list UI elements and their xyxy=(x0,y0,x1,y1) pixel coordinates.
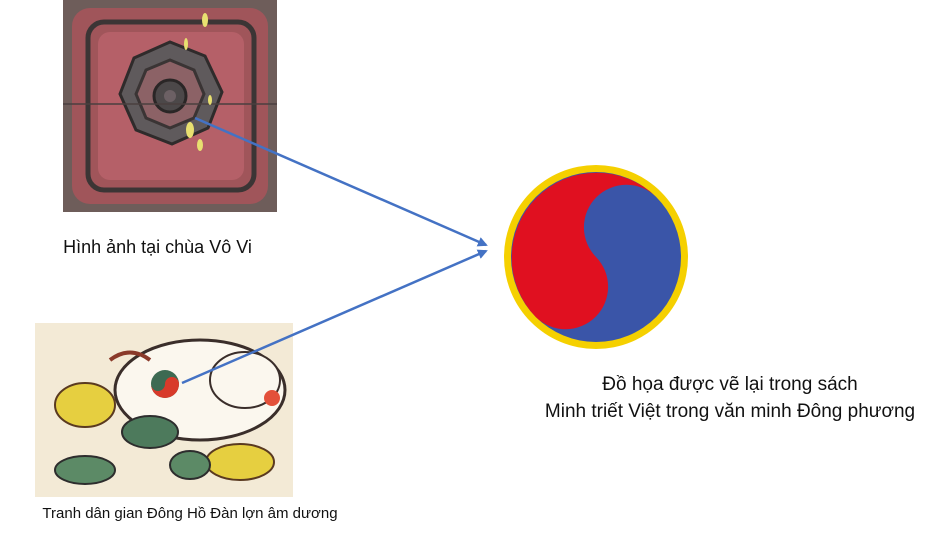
arrow-from-painting xyxy=(181,249,488,385)
arrow-from-temple xyxy=(194,116,488,247)
temple-carving-photo xyxy=(63,0,277,212)
folk-painting-caption: Tranh dân gian Đông Hồ Đàn lợn âm dương xyxy=(42,505,338,522)
temple-image-caption: Hình ảnh tại chùa Vô Vi xyxy=(63,237,252,257)
caption-line-2: Minh triết Việt trong văn minh Đông phươ… xyxy=(544,401,916,422)
caption-line-1: Đồ họa được vẽ lại trong sách xyxy=(602,374,858,395)
dong-ho-painting xyxy=(35,323,293,497)
redrawn-graphic-caption: Đồ họa được vẽ lại trong sách Minh triết… xyxy=(520,371,936,425)
yin-yang-symbol xyxy=(504,165,688,349)
